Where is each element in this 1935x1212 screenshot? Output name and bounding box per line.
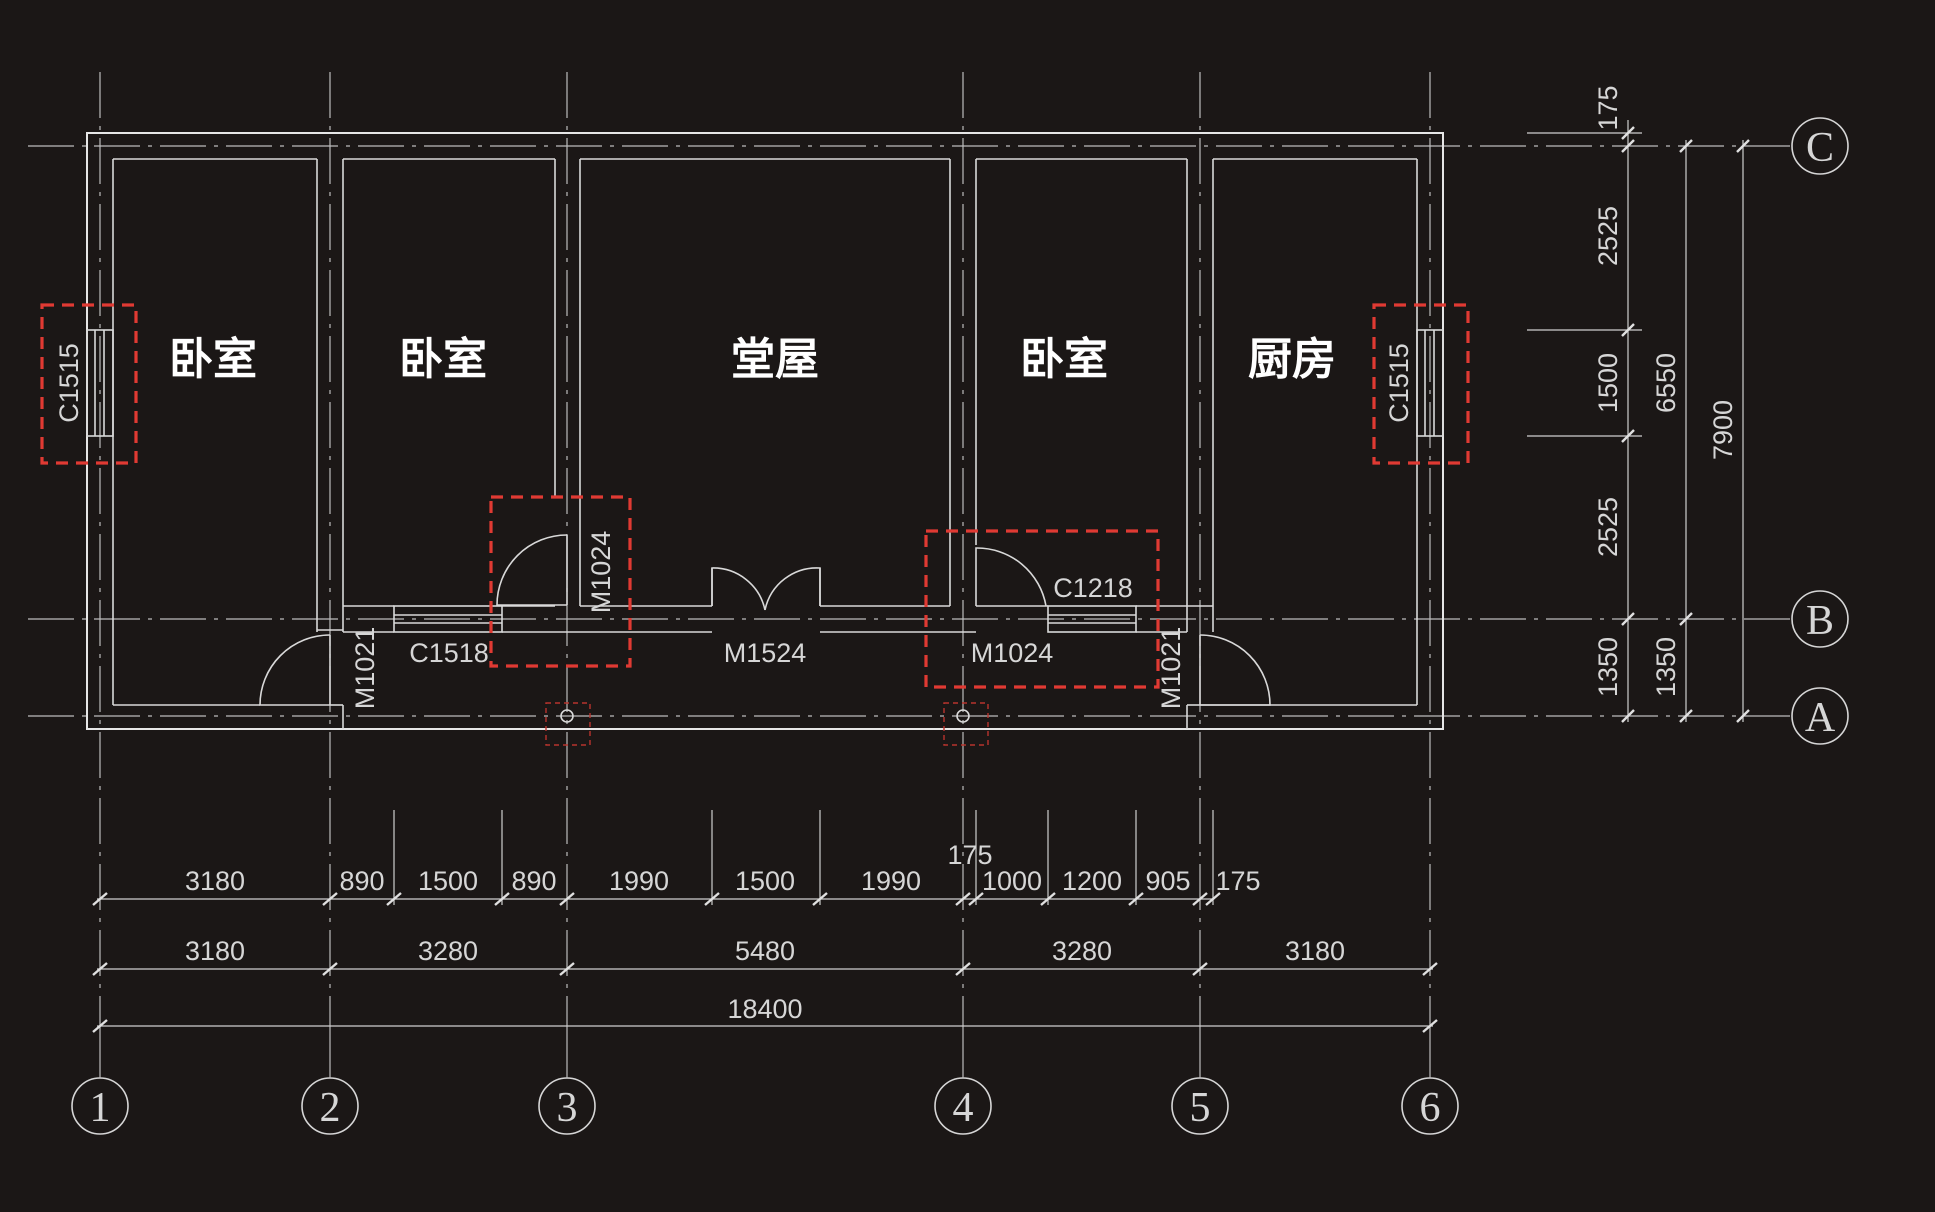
dim-right-inner-3: 2525 xyxy=(1593,497,1623,557)
axis-label-6: 6 xyxy=(1420,1085,1441,1131)
axis-label-2: 2 xyxy=(320,1085,341,1131)
axis-bubbles-lettered xyxy=(1791,117,1849,745)
dim-row2-4: 3180 xyxy=(1285,936,1345,966)
dim-row2-2: 5480 xyxy=(735,936,795,966)
dim-row1-0: 3180 xyxy=(185,866,245,896)
room-label-hall: 堂屋 xyxy=(731,334,819,385)
room-label-bedroom-1: 卧室 xyxy=(169,334,257,385)
bottom-dimension-lines xyxy=(92,810,1438,1033)
dim-row1-7: 175 xyxy=(947,840,992,870)
dim-row1-4: 1990 xyxy=(609,866,669,896)
highlight-boxes xyxy=(40,303,1470,689)
dim-row1-10: 905 xyxy=(1145,866,1190,896)
dim-row2-3: 3280 xyxy=(1052,936,1112,966)
window-symbols xyxy=(86,329,1444,633)
room-label-kitchen: 厨房 xyxy=(1248,334,1336,385)
dim-row1-2: 1500 xyxy=(418,866,478,896)
axis-label-5: 5 xyxy=(1190,1085,1211,1131)
axis-label-c: C xyxy=(1806,125,1834,171)
axis-label-a: A xyxy=(1805,695,1836,741)
axis-label-3: 3 xyxy=(557,1085,578,1131)
axis-bubbles-numbered xyxy=(71,1035,1459,1135)
dim-row1-9: 1200 xyxy=(1062,866,1122,896)
label-c1218: C1218 xyxy=(1053,573,1133,603)
label-m1024-left: M1024 xyxy=(586,531,616,614)
dim-right-mid-0: 6550 xyxy=(1651,353,1681,413)
dim-right-inner-2: 1500 xyxy=(1593,353,1623,413)
dim-row1-5: 1500 xyxy=(735,866,795,896)
column-markers xyxy=(545,702,989,746)
dim-row1-1: 890 xyxy=(339,866,384,896)
dim-row1-3: 890 xyxy=(511,866,556,896)
axis-label-4: 4 xyxy=(953,1085,974,1131)
axis-label-b: B xyxy=(1806,598,1834,644)
dim-total: 18400 xyxy=(727,994,802,1024)
label-m1024-right: M1024 xyxy=(971,638,1054,668)
label-m1021-right: M1021 xyxy=(1156,627,1186,710)
dim-right-outer: 7900 xyxy=(1708,400,1738,460)
dim-row1-8: 1000 xyxy=(982,866,1042,896)
dim-right-inner-1: 2525 xyxy=(1593,206,1623,266)
right-dimension-lines xyxy=(1527,120,1750,723)
horizontal-axis-lines xyxy=(28,145,1792,717)
dim-right-inner-0: 175 xyxy=(1593,85,1623,130)
label-m1524: M1524 xyxy=(724,638,807,668)
label-c1515-left: C1515 xyxy=(54,343,84,423)
dim-row1-11: 175 xyxy=(1215,866,1260,896)
label-c1518: C1518 xyxy=(409,638,489,668)
dim-right-inner-4: 1350 xyxy=(1593,637,1623,697)
room-label-bedroom-3: 卧室 xyxy=(1020,334,1108,385)
dim-row2-1: 3280 xyxy=(418,936,478,966)
dim-row2-0: 3180 xyxy=(185,936,245,966)
dim-row1-6: 1990 xyxy=(861,866,921,896)
label-c1515-right: C1515 xyxy=(1384,343,1414,423)
door-swings xyxy=(259,534,1271,706)
dim-right-mid-1: 1350 xyxy=(1651,637,1681,697)
room-outlines xyxy=(113,158,1417,633)
room-label-bedroom-2: 卧室 xyxy=(399,334,487,385)
axis-label-1: 1 xyxy=(90,1085,111,1131)
label-m1021-left: M1021 xyxy=(350,627,380,710)
